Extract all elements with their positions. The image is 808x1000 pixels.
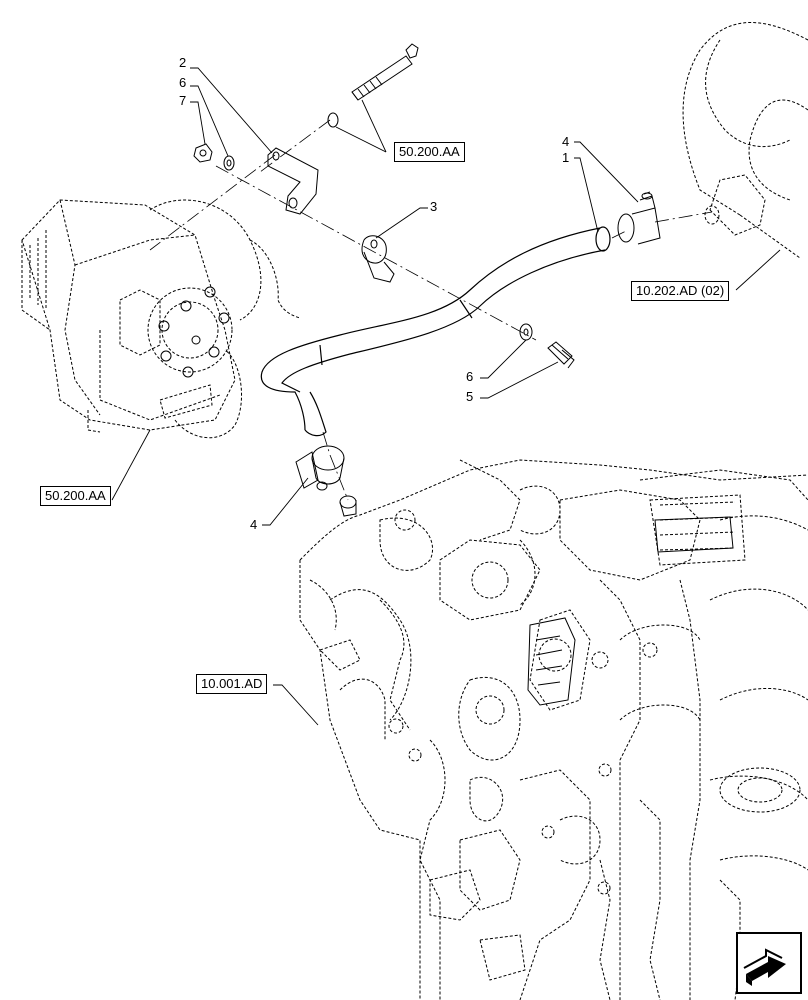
arrow-next-icon [743,948,786,986]
reference-50-200-aa-left[interactable]: 50.200.AA [40,486,111,506]
p-clip [361,235,395,283]
callout-6-top: 6 [179,75,187,90]
callout-leaders [111,67,781,726]
pump-bolts [158,286,230,378]
next-page-button[interactable] [736,932,802,994]
engine-block [299,459,808,1000]
pump-assembly [21,199,301,439]
callout-4-bottom: 4 [250,517,258,532]
callout-1: 1 [562,150,570,165]
callout-2: 2 [179,55,187,70]
hose-clamp-top [617,191,661,245]
callout-5: 5 [466,389,474,404]
hose-clamp-bottom [295,445,345,491]
nut-and-washer-left [193,143,235,171]
long-bolt [327,43,419,128]
reference-10-202-ad[interactable]: 10.202.AD (02) [631,281,730,301]
callout-6-bottom: 6 [466,369,474,384]
engine-details [527,516,734,706]
callout-3: 3 [430,199,438,214]
callout-4-top: 4 [562,134,570,149]
reference-50-200-aa-top[interactable]: 50.200.AA [394,142,465,162]
hose [260,226,611,437]
callout-7: 7 [179,93,187,108]
reference-10-001-ad[interactable]: 10.001.AD [196,674,268,694]
exhaust-duct [682,22,808,259]
bolt-and-washer-right [519,323,575,369]
hose-fitting [339,495,357,517]
bracket [267,147,319,215]
assembly-center-lines [149,119,713,501]
